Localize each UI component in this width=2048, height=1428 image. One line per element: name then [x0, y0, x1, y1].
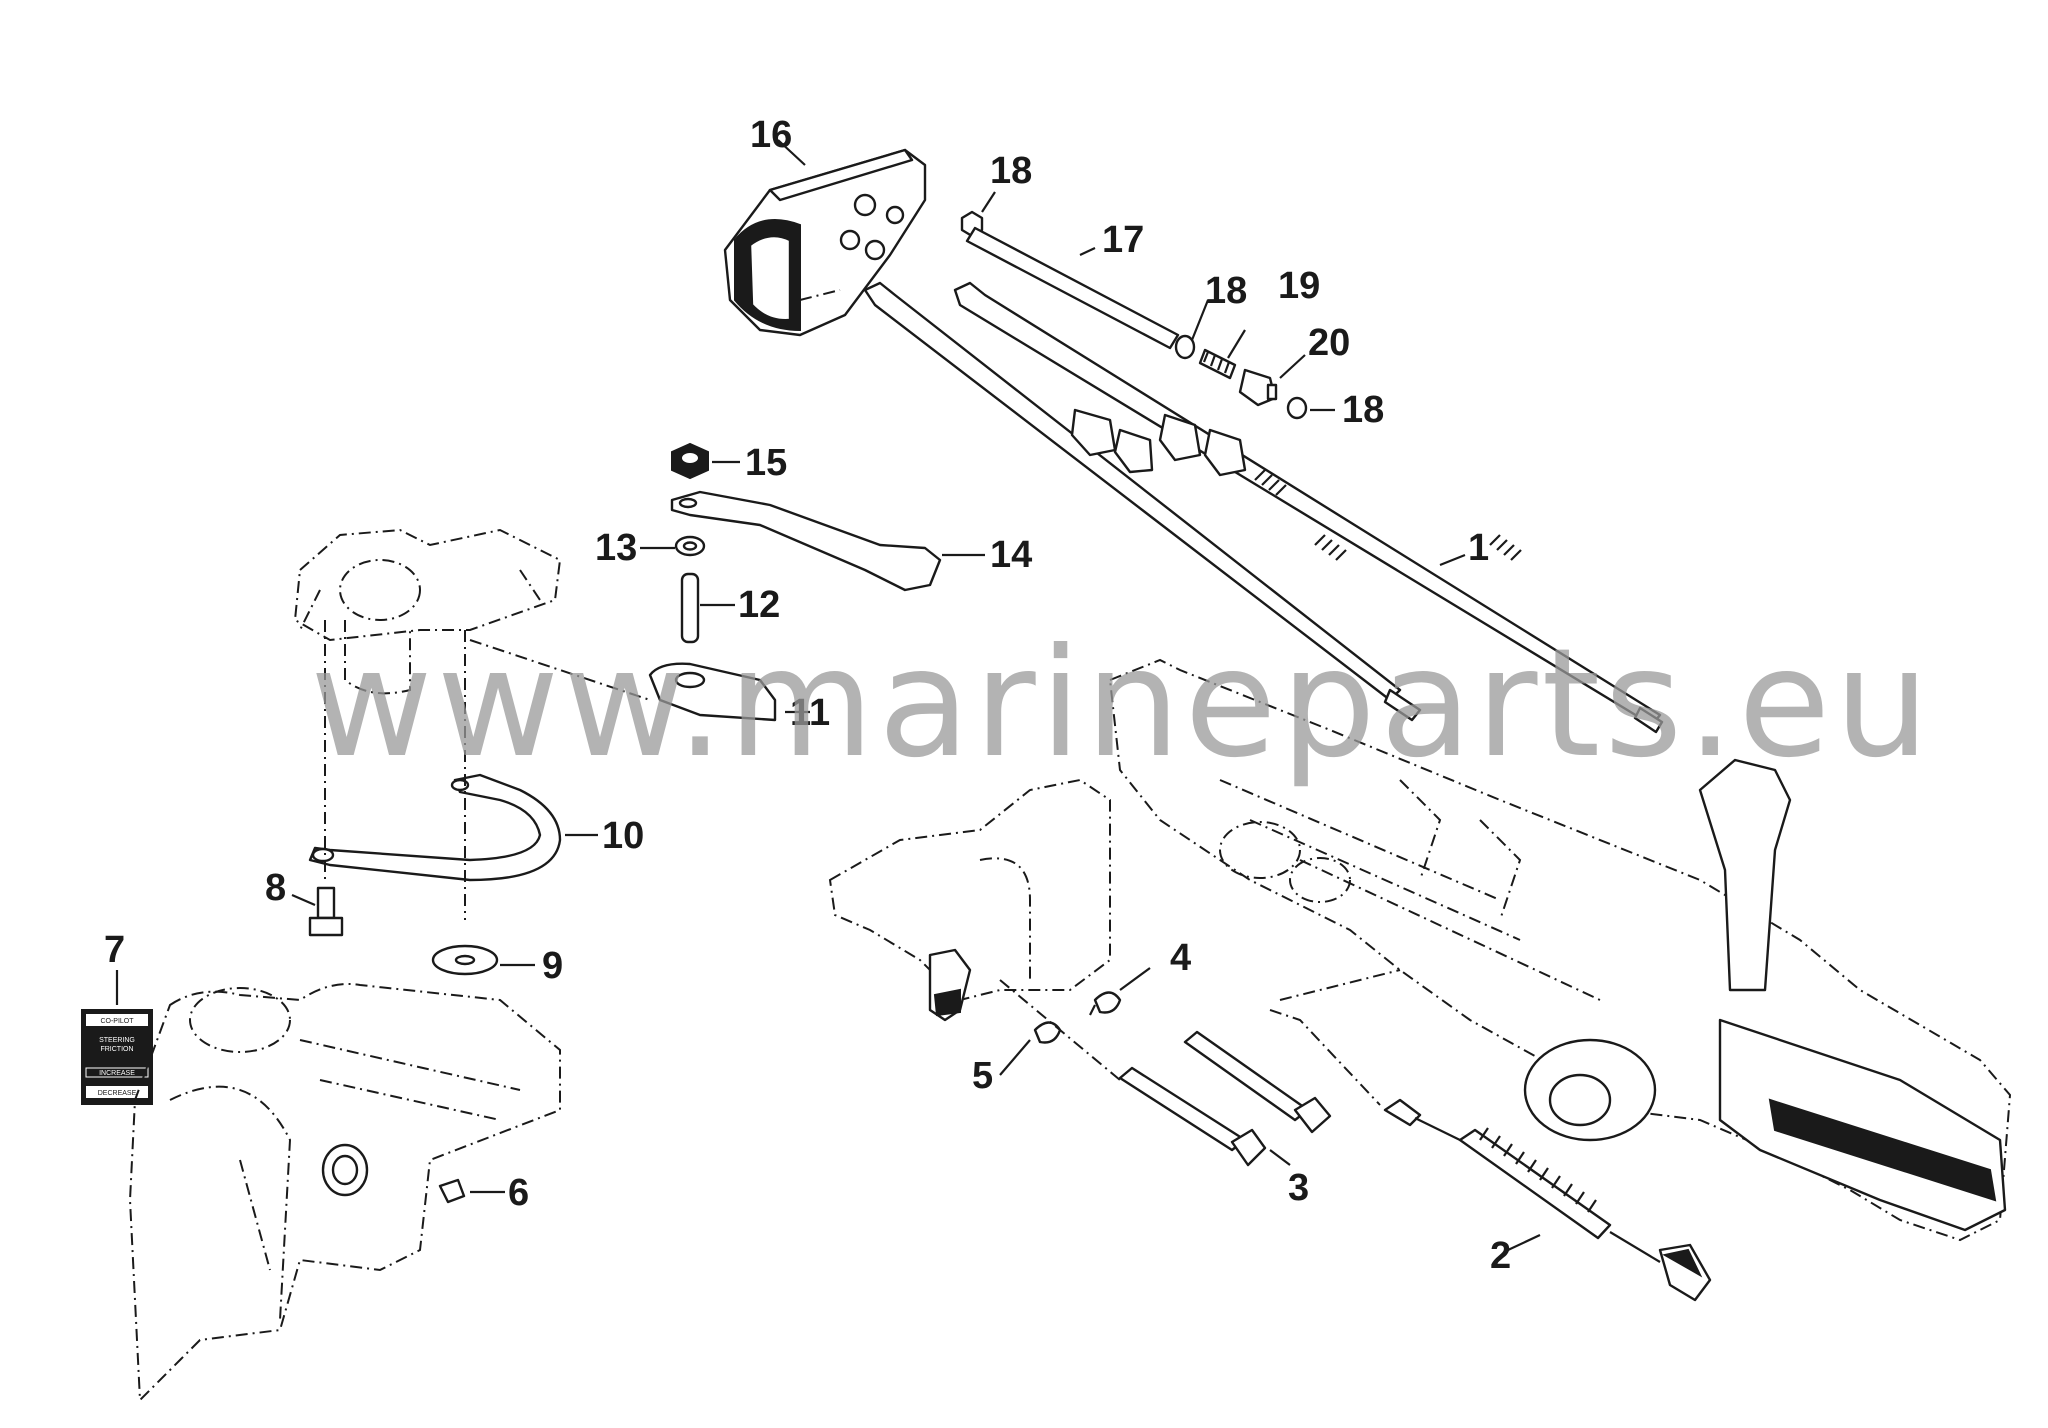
callout-8: 8 — [265, 867, 286, 909]
part-2-stop-cable — [1269, 969, 1712, 1302]
part-16-cover — [723, 148, 927, 337]
watermark: www.marineparts.eu — [310, 617, 1934, 791]
callout-9: 9 — [542, 945, 563, 987]
callout-numbers: 16 18 17 19 18 20 18 1 15 13 14 12 11 10… — [104, 114, 1511, 1277]
decal-line2: STEERING — [99, 1037, 135, 1044]
centerline-bolt — [999, 979, 1121, 1081]
decal-increase: INCREASE — [99, 1070, 135, 1077]
tiller-bracket — [828, 778, 1111, 1022]
part-6-grease-fitting — [438, 1178, 466, 1204]
part-1-link-rods — [863, 281, 1664, 734]
part-8-bolt — [308, 886, 344, 937]
decal-line1: CO-PILOT — [100, 1018, 134, 1025]
callout-5: 5 — [972, 1055, 993, 1097]
callout-leaders — [115, 139, 1541, 1251]
callout-17: 17 — [1102, 219, 1144, 261]
part-19-stud — [1198, 348, 1237, 380]
centerline-plate — [469, 639, 651, 701]
callout-15: 15 — [745, 442, 787, 484]
upper-bracket — [293, 528, 562, 695]
part-11-plate — [648, 662, 777, 722]
part-3-bolts — [1118, 1030, 1332, 1167]
callout-3: 3 — [1288, 1167, 1309, 1209]
callout-19: 19 — [1278, 265, 1320, 307]
part-9-washer — [431, 944, 499, 976]
lower-swivel-bracket — [128, 983, 561, 1403]
part-18-washer-mid — [1174, 334, 1196, 360]
part-7-decal: CO-PILOT STEERING FRICTION INCREASE DECR… — [81, 1009, 153, 1105]
callout-12: 12 — [738, 584, 780, 626]
callout-14: 14 — [990, 534, 1032, 576]
part-15-locknut — [671, 442, 709, 480]
part-14-friction-lever — [670, 490, 942, 592]
part-12-pin — [680, 572, 700, 644]
part-13-washer — [674, 535, 706, 557]
callout-6: 6 — [508, 1172, 529, 1214]
callout-4: 4 — [1170, 937, 1191, 979]
callout-20: 20 — [1308, 322, 1350, 364]
callout-10: 10 — [602, 815, 644, 857]
callout-18-top: 18 — [990, 150, 1032, 192]
callout-18-mid: 18 — [1205, 270, 1247, 312]
callout-1: 1 — [1468, 527, 1489, 569]
callout-7: 7 — [104, 929, 125, 971]
part-18-nut-right — [1286, 396, 1308, 420]
callout-2: 2 — [1490, 1235, 1511, 1277]
decal-line3: FRICTION — [100, 1046, 133, 1053]
part-10-friction-band — [308, 773, 562, 882]
callout-16: 16 — [750, 114, 792, 156]
part-17-rod — [965, 226, 1180, 350]
part-20-fitting — [1238, 368, 1278, 407]
callout-11: 11 — [790, 692, 830, 734]
decal-decrease: DECREASE — [98, 1090, 137, 1097]
callout-13: 13 — [595, 527, 637, 569]
part-5-clip — [1033, 1021, 1062, 1044]
tiller-handle — [1108, 658, 2012, 1242]
callout-18-right: 18 — [1342, 389, 1384, 431]
part-4-clip — [1089, 991, 1122, 1016]
